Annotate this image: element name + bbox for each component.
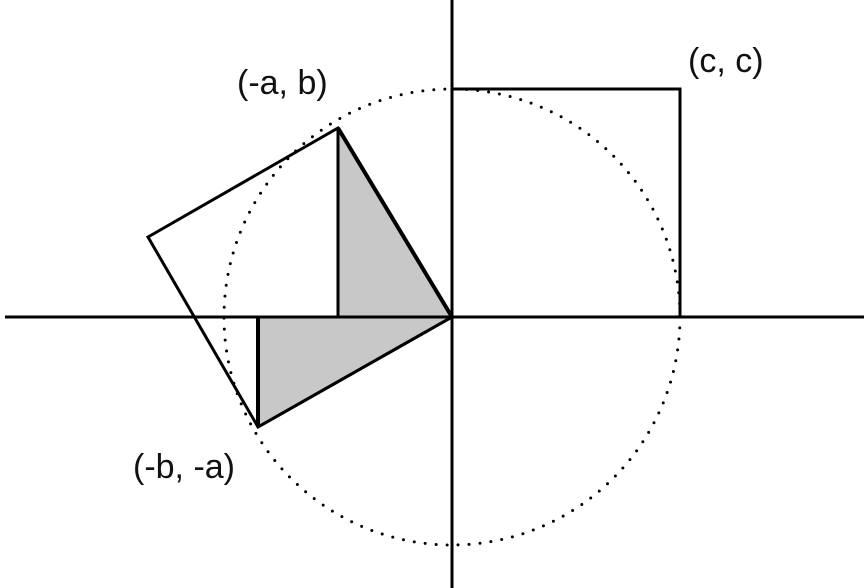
square-c (450, 87, 682, 319)
upper-triangle-hypotenuse (336, 126, 454, 319)
label-point-neg-a-b: (-a, b) (237, 64, 328, 102)
label-point-c-c: (c, c) (688, 42, 764, 80)
lower-triangle-hypotenuse (257, 315, 453, 429)
label-point-neg-b-neg-a: (-b, -a) (133, 448, 235, 486)
